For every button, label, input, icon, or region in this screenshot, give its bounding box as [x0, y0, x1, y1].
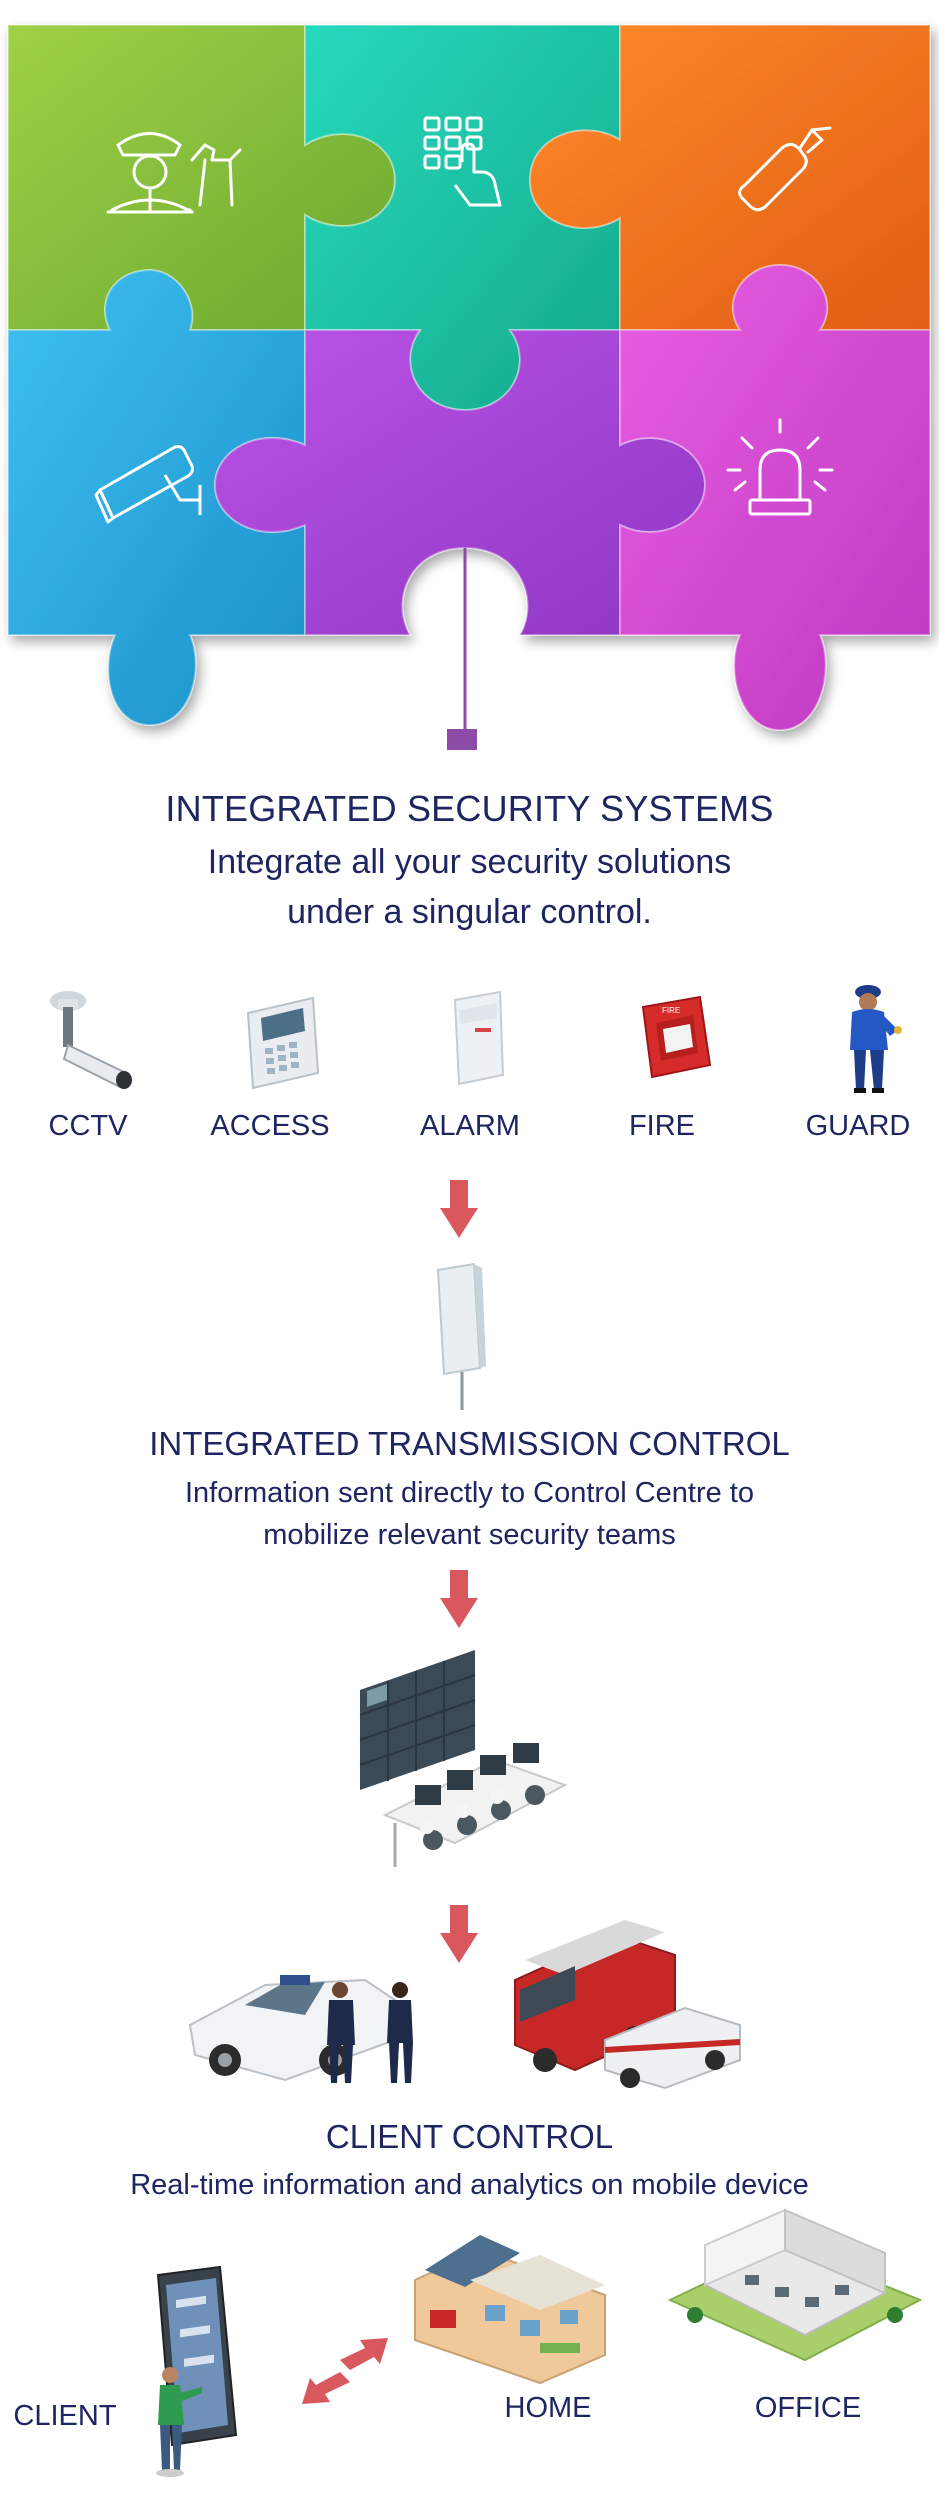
flow-arrow-2 [440, 1570, 478, 1630]
security-officers-icon [315, 1975, 425, 2090]
endpoint-label-client: CLIENT [13, 2400, 117, 2432]
system-label-access: ACCESS [210, 1110, 330, 1142]
puzzle-piece-purple [213, 329, 707, 636]
security-puzzle [0, 0, 939, 750]
keypad-icon [423, 116, 502, 207]
cctv-icon [38, 985, 138, 1095]
system-label-guard: GUARD [805, 1110, 911, 1142]
client-control-line1: Real-time information and analytics on m… [130, 2169, 809, 2201]
system-label-cctv: CCTV [48, 1110, 128, 1142]
client-tablet-icon [140, 2265, 250, 2480]
transmitter-icon [430, 1262, 490, 1412]
hero-title: INTEGRATED SECURITY SYSTEMS [165, 788, 774, 829]
svg-text:FIRE: FIRE [662, 1006, 680, 1015]
transmission-line2: mobilize relevant security teams [263, 1519, 676, 1551]
flow-arrow-1 [440, 1180, 478, 1240]
control-room-icon [355, 1645, 575, 1875]
client-control-title: CLIENT CONTROL [325, 2118, 614, 2155]
emergency-vehicles-icon [505, 1920, 745, 2090]
guard-icon [838, 980, 908, 1100]
bidirectional-arrows-icon [300, 2330, 390, 2420]
home-icon [410, 2225, 610, 2385]
flow-arrow-3 [440, 1905, 478, 1965]
fire-alarm-icon: FIRE [638, 995, 718, 1085]
system-label-alarm: ALARM [420, 1110, 520, 1142]
hero-subtitle-line2: under a singular control. [287, 893, 652, 931]
cctv-camera-icon [94, 445, 202, 524]
transmission-line1: Information sent directly to Control Cen… [185, 1477, 754, 1509]
office-icon [665, 2205, 925, 2385]
connector-node [447, 729, 477, 750]
alarm-sensor-icon [445, 990, 515, 1090]
fire-extinguisher-icon [738, 126, 832, 212]
siren-icon [726, 418, 834, 516]
endpoint-label-office: OFFICE [754, 2392, 862, 2424]
guard-dog-icon [106, 132, 242, 214]
access-panel-icon [243, 993, 333, 1093]
endpoint-label-home: HOME [504, 2392, 592, 2424]
transmission-title: INTEGRATED TRANSMISSION CONTROL [149, 1425, 790, 1462]
system-label-fire: FIRE [628, 1110, 696, 1142]
hero-subtitle-line1: Integrate all your security solutions [207, 843, 732, 881]
puzzle-piece-pink [619, 263, 931, 732]
